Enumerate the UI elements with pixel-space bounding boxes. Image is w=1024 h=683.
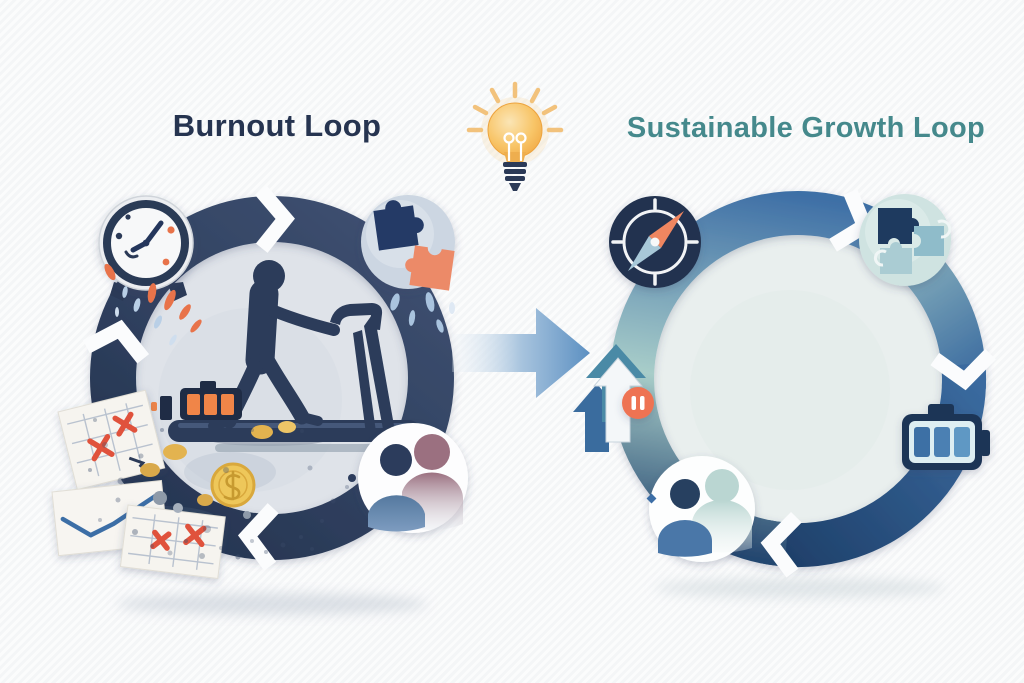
growing-team-icon xyxy=(646,456,755,562)
growth-loop-title: Sustainable Growth Loop xyxy=(626,112,986,144)
fitting-puzzle-icon xyxy=(859,194,952,286)
puzzle-piece-navy xyxy=(878,208,919,244)
puzzle-piece-navy xyxy=(373,200,424,251)
pressure-clock-icon xyxy=(98,195,202,346)
failed-plans-coins-icon xyxy=(51,389,349,580)
growth-loop xyxy=(573,189,996,578)
charged-battery-icon xyxy=(902,404,990,470)
calendar-paper-icon xyxy=(57,389,166,491)
burnout-loop xyxy=(51,185,468,580)
burnout-ring-chevron-top xyxy=(255,185,295,253)
burnout-ring-chevron-bottom xyxy=(237,503,279,571)
clock-rain-drops xyxy=(115,286,177,346)
transition-arrow-right xyxy=(452,308,590,398)
clock-drips xyxy=(104,263,202,333)
puzzle-piece-salmon xyxy=(405,245,455,291)
burnout-loop-title: Burnout Loop xyxy=(172,108,382,143)
lightbulb-rays xyxy=(466,81,564,133)
puzzle-piece-teal xyxy=(914,226,944,256)
growth-ring-chevron-right xyxy=(930,348,996,391)
growth-arrows-pause-icon xyxy=(573,344,654,452)
burnout-loop-shadow xyxy=(117,593,427,615)
burnout-loop-ring xyxy=(90,196,454,560)
lightbulb-icon xyxy=(466,81,564,191)
growth-ring-chevron-bottom xyxy=(760,511,802,578)
growth-loop-shadow xyxy=(655,578,945,598)
puzzle-piece-pale xyxy=(880,242,912,274)
inner-disc-wash xyxy=(690,290,890,490)
debris-splatter xyxy=(88,418,349,560)
mismatched-puzzle-icon xyxy=(361,195,455,333)
compass-icon xyxy=(609,196,701,288)
calendar-paper-icon-2 xyxy=(119,504,226,580)
lightbulb-filament xyxy=(503,132,527,161)
pause-badge-icon xyxy=(622,387,654,419)
coins-icon xyxy=(140,421,296,519)
burnout-ring-chevron-left xyxy=(82,319,150,364)
drained-battery-icon xyxy=(151,381,242,420)
arrow-up-white xyxy=(592,357,644,443)
person-silhouette xyxy=(208,260,340,431)
strained-team-icon xyxy=(348,423,468,533)
puzzle-drips xyxy=(390,292,455,333)
lightbulb-base xyxy=(503,162,527,191)
